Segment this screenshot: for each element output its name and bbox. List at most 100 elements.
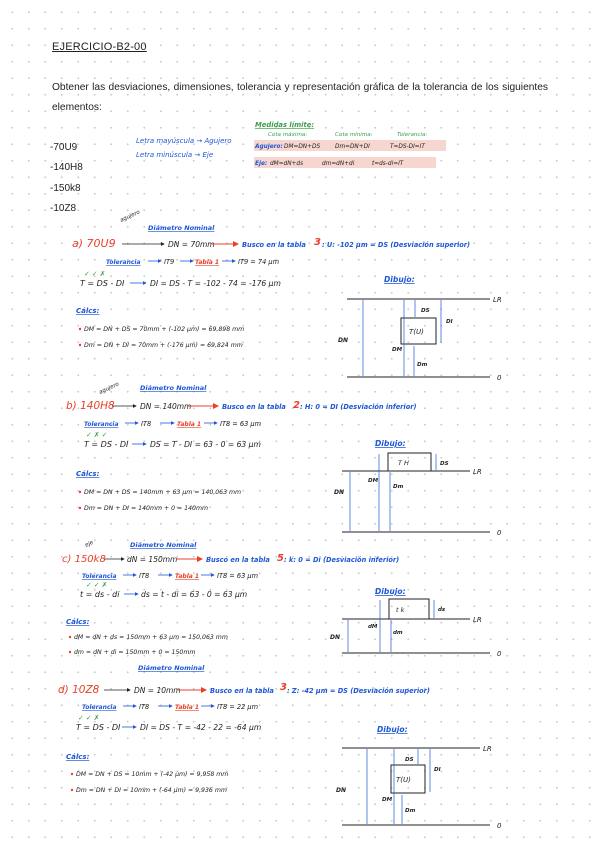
note-eje: eje (84, 540, 95, 549)
tabla-note: Tabla 1 (195, 259, 219, 266)
dm-big-label: DM (392, 347, 403, 353)
calc-min: Dm = DN + DI = 140mm + 0 = 140mm (84, 505, 208, 512)
tolerance-formula: T = DS - DI (80, 279, 125, 288)
zero-label: 0 (497, 650, 502, 658)
element-item: -70U9 (50, 142, 78, 153)
nominal-diameter: DN = 70mm (168, 240, 215, 249)
item-label: d) 10Z8 (58, 684, 100, 696)
box-top-label: DS (421, 308, 430, 314)
hole-formula-tol: T=DS-DI=IT (390, 144, 425, 150)
box-inner-label: t k (396, 606, 405, 614)
dm-big-label: dM (368, 624, 378, 630)
zero-label: 0 (497, 822, 502, 830)
element-item: -140H8 (50, 162, 83, 174)
dm-small-label: Dm (405, 808, 416, 814)
box-inner-label: T H (398, 459, 409, 467)
diametro-nominal-note: Diámetro Nominal (138, 664, 205, 672)
box-top-label: ds (438, 607, 446, 613)
calc-max: DM = DN + DS = 140mm + 63 μm = 140,063 m… (84, 489, 241, 496)
calc-min: Dm = DN + DI = 70mm + (-176 μm) = 69,824… (84, 342, 243, 349)
tolerancia-note: Tolerancia (106, 259, 141, 266)
tabla-note: Tabla 1 (175, 573, 199, 580)
tabla-note: Tabla 1 (177, 421, 201, 428)
it-code: IT9 (164, 258, 174, 266)
svg-text:✓ ✗ ✓: ✓ ✗ ✓ (86, 431, 108, 439)
calc-max: DM = DN + DS = 10mm + (-42 μm) = 9,958 m… (76, 771, 228, 778)
limits-col3: Tolerancia: (397, 132, 427, 138)
svg-text:✓ ✓ ✗: ✓ ✓ ✗ (78, 714, 100, 722)
lr-label: LR (473, 468, 482, 476)
nominal-diameter: dN = 150mm (127, 555, 177, 564)
tolerance-formula: T = DS - DI (84, 440, 129, 449)
busco-tabla: Busco en la tabla (242, 241, 306, 249)
table-number: 5 (277, 553, 284, 564)
item-a: agujero Diámetro Nominal a) 70U9 DN = 70… (72, 209, 502, 382)
calcs-heading: Cálcs: (76, 470, 100, 478)
busco-tabla: Busco en la tabla (206, 556, 270, 564)
dm-small-label: dm (393, 630, 403, 636)
tolerance-diagram: LR 0 DN DM Dm DS DI T(U) (338, 296, 502, 382)
dn-label: DN (334, 489, 344, 496)
svg-text:✓ ✓ ✗: ✓ ✓ ✗ (86, 581, 108, 589)
dibujo-heading: Dibujo: (375, 439, 406, 448)
shaft-highlight (254, 157, 436, 168)
zero-label: 0 (497, 529, 502, 537)
nominal-diameter: DN = 10mm (134, 686, 181, 695)
calcs-heading: Cálcs: (66, 618, 90, 626)
dm-big-label: DM (382, 797, 393, 803)
diametro-nominal-note: Diámetro Nominal (130, 541, 197, 549)
hole-formula-min: Dm=DN+DI (335, 144, 370, 150)
dm-small-label: Dm (417, 362, 428, 368)
tolerancia-note: Tolerancia (82, 573, 117, 580)
tolerancia-note: Tolerancia (82, 704, 117, 711)
dn-label: DN (336, 787, 346, 794)
item-label: a) 70U9 (72, 237, 116, 250)
it-code: IT8 (139, 572, 149, 580)
item-label: b) 140H8 (66, 400, 115, 412)
table-number: 3 (314, 237, 321, 248)
lr-label: LR (493, 296, 502, 304)
legend-lower: Letra minúscula → Eje (136, 151, 213, 159)
nominal-diameter: DN = 140mm (140, 402, 191, 411)
item-label: c) 150k8 (62, 554, 106, 565)
box-side-label: DI (434, 767, 441, 773)
calc-min: Dm = DN + DI = 10mm + (-64 μm) = 9,936 m… (76, 787, 227, 794)
busco-tabla: Busco en la tabla (210, 687, 274, 695)
lr-label: LR (483, 745, 492, 753)
tabla-note: Tabla 1 (175, 704, 199, 711)
exercise-statement: Obtener las desviaciones, dimensiones, t… (52, 82, 548, 113)
hole-formula-max: DM=DN+DS (284, 144, 320, 150)
exercise-title: EJERCICIO-B2-00 (52, 41, 147, 53)
it-value: IT8 = 63 μm (220, 420, 261, 428)
dm-big-label: DM (368, 478, 379, 484)
shaft-formula-max: dM=dN+ds (270, 161, 303, 167)
box-inner-label: T(U) (396, 776, 411, 784)
deviation-formula: DI = DS - T = -102 - 74 = -176 μm (150, 279, 281, 288)
note-agujero: agujero (119, 209, 141, 224)
tolerancia-note: Tolerancia (84, 421, 119, 428)
diametro-nominal-note: Diámetro Nominal (140, 384, 207, 392)
lr-label: LR (473, 616, 482, 624)
tolerance-formula: t = ds - di (80, 590, 120, 599)
tolerance-diagram: LR 0 DN DM Dm DS DI T(U) (336, 745, 502, 830)
dibujo-heading: Dibujo: (375, 587, 406, 596)
deviation-result: : k: 0 = Di (Desviación inferior) (284, 556, 399, 564)
box-side-label: DI (446, 319, 453, 325)
box-top-label: DS (405, 757, 414, 763)
it-value: IT8 = 63 μm (217, 572, 258, 580)
item-d: Diámetro Nominal d) 10Z8 DN = 10mm Busco… (58, 664, 502, 830)
limits-summary: Medidas límite: Cota máxima: Cota mínima… (254, 121, 446, 168)
it-value: IT8 = 22 μm (217, 703, 258, 711)
item-b: agujero Diámetro Nominal b) 140H8 DN = 1… (66, 381, 502, 537)
busco-tabla: Busco en la tabla (222, 403, 286, 411)
it-code: IT8 (141, 420, 151, 428)
box-top-label: DS (440, 461, 449, 467)
tolerance-formula: T = DS - DI (76, 723, 121, 732)
svg-text:✓ ✓ ✗: ✓ ✓ ✗ (84, 270, 106, 278)
limits-col2: Cota mínima: (335, 131, 373, 138)
calc-max: dM = dN + ds = 150mm + 63 μm = 150,063 m… (74, 634, 228, 641)
table-number: 2 (293, 400, 300, 411)
shaft-formula-min: dm=dN+di (322, 161, 355, 167)
dm-small-label: Dm (393, 484, 404, 490)
